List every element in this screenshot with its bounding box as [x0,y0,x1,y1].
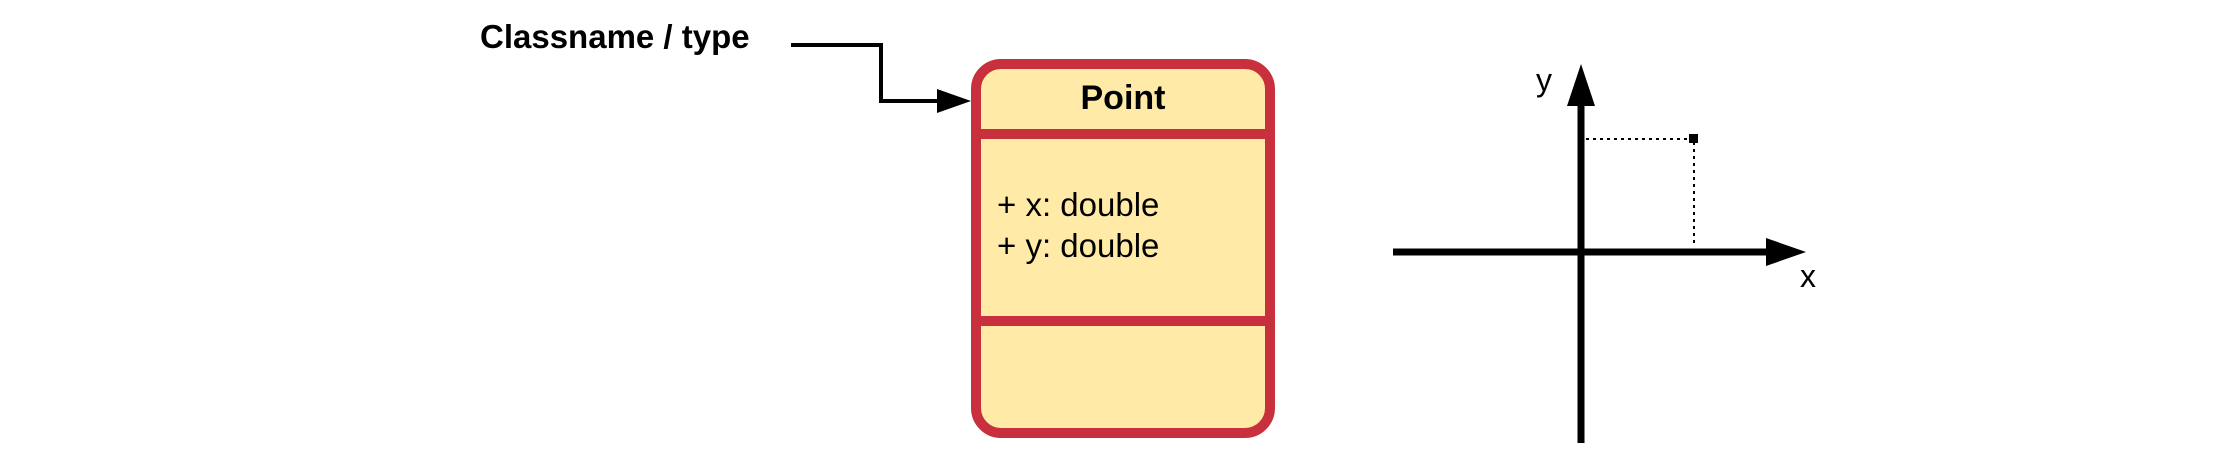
uml-attributes-section: + x: double + y: double [981,139,1265,326]
classname-annotation: Classname / type [480,18,750,55]
annotation-arrowhead [937,89,971,113]
x-axis-label: x [1800,258,1816,294]
y-axis-arrowhead [1567,64,1595,106]
x-axis-arrowhead [1766,238,1806,266]
annotation-connector [791,43,950,103]
y-axis-label: y [1536,62,1552,98]
uml-attribute: + y: double [997,227,1160,264]
uml-class-box: Point + x: double + y: double [971,59,1275,438]
uml-class-name: Point [981,69,1265,139]
uml-attribute: + x: double [997,186,1160,223]
uml-methods-section [981,326,1265,428]
point-marker [1689,134,1698,143]
